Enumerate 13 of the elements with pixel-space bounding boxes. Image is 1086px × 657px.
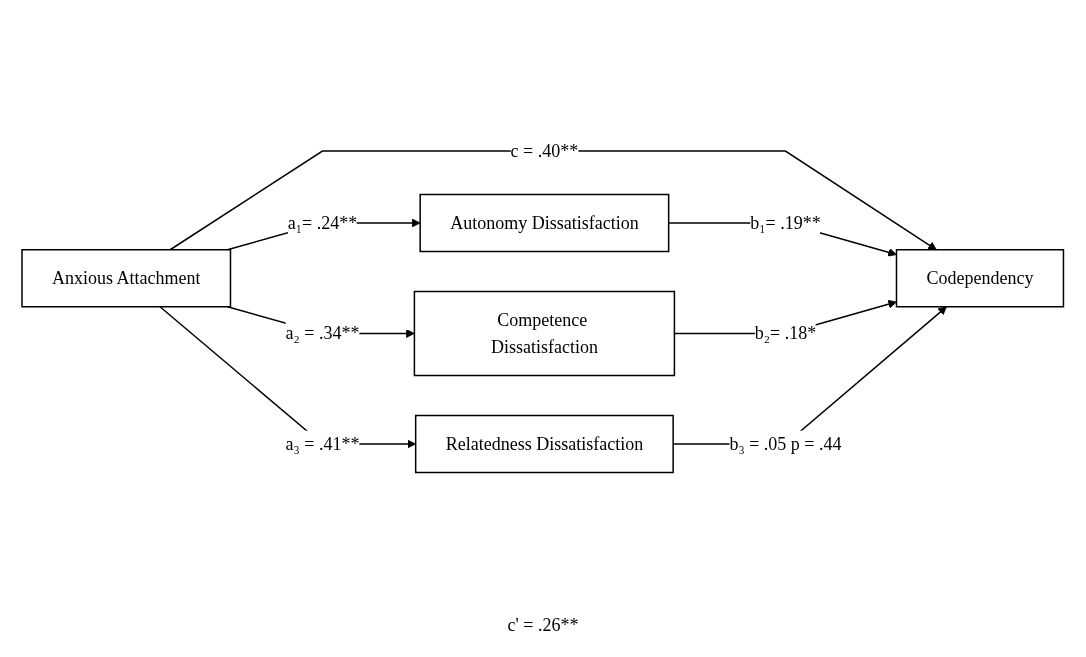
edge-label: c = .40** [510,140,579,161]
edge-label: b₂= .18* [754,323,817,343]
node-box: Anxious Attachment [21,249,232,308]
path-coefficient: c' = .26** [507,615,579,635]
node-box: Relatedness Dissatisfaction [415,414,675,474]
node-box: Autonomy Dissatisfaction [419,193,670,253]
edge-label: a₃ = .41** [285,433,360,454]
edge-label: b₁= .19** [750,212,821,233]
node-box: Competence Dissatisfaction [413,290,676,377]
edge-label: a₂ = .34** [285,323,360,343]
edge-label: a₁= .24** [288,212,358,233]
edge-label: b₃ = .05 p = .44 [729,433,842,454]
node-box: Codependency [896,249,1065,308]
